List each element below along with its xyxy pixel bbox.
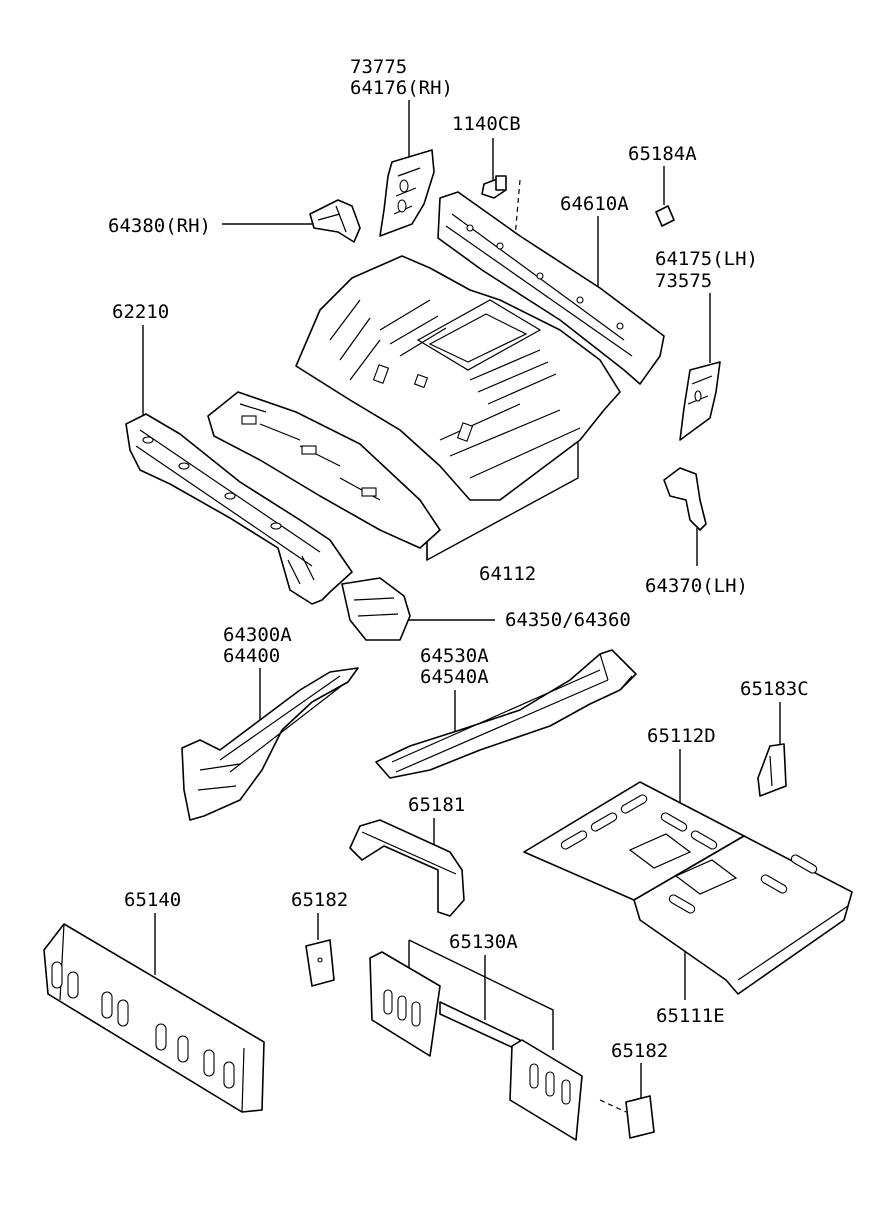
- label-65184a: 65184A: [628, 143, 697, 165]
- part-64530a-side-rail[interactable]: [375, 649, 637, 779]
- label-65181: 65181: [408, 794, 465, 816]
- part-65181-bracket[interactable]: [349, 819, 465, 917]
- part-64175-bracket[interactable]: [679, 361, 721, 441]
- part-64176-bracket[interactable]: [379, 149, 435, 237]
- part-65182-plate-upper[interactable]: [305, 939, 335, 987]
- label-65183c: 65183C: [740, 678, 809, 700]
- part-65130a-panel[interactable]: [369, 951, 583, 1141]
- label-65182-top: 65182: [291, 889, 348, 911]
- part-64350-gusset[interactable]: [341, 577, 411, 641]
- part-64112-floor-pan[interactable]: [295, 255, 621, 501]
- label-1140cb: 1140CB: [452, 113, 521, 135]
- label-64176-rh: 64176(RH): [350, 77, 453, 99]
- label-64350-64360: 64350/64360: [505, 609, 631, 631]
- part-64112-front-section[interactable]: [207, 391, 441, 549]
- label-65182-bottom: 65182: [611, 1040, 668, 1062]
- leader-lines: [142, 100, 781, 1098]
- label-65112d: 65112D: [647, 725, 716, 747]
- label-64370-lh: 64370(LH): [645, 575, 748, 597]
- label-64530a: 64530A: [420, 645, 489, 667]
- part-65112d-rear-floor[interactable]: [523, 781, 745, 901]
- part-64300a-side-member[interactable]: [181, 667, 359, 821]
- label-73575: 73575: [655, 270, 712, 292]
- label-64175-lh: 64175(LH): [655, 248, 758, 270]
- part-64380-bracket[interactable]: [309, 199, 361, 243]
- part-65140-rear-panel[interactable]: [43, 923, 265, 1113]
- label-64400: 64400: [223, 645, 280, 667]
- label-73775: 73775: [350, 56, 407, 78]
- part-62210-crossmember[interactable]: [125, 413, 353, 605]
- label-62210: 62210: [112, 301, 169, 323]
- part-65183c-gusset[interactable]: [757, 743, 787, 797]
- part-65184a-clip[interactable]: [655, 205, 675, 227]
- label-65111e: 65111E: [656, 1005, 725, 1027]
- part-64370-bracket[interactable]: [663, 467, 707, 531]
- label-65130a: 65130A: [449, 931, 518, 953]
- part-1140cb-bolt[interactable]: [481, 175, 521, 273]
- label-65140: 65140: [124, 889, 181, 911]
- part-64610a-crossmember[interactable]: [437, 191, 665, 385]
- label-64112: 64112: [479, 563, 536, 585]
- label-64380-rh: 64380(RH): [108, 215, 211, 237]
- label-64300a: 64300A: [223, 624, 292, 646]
- label-64540a: 64540A: [420, 666, 489, 688]
- part-65111e-rear-floor[interactable]: [633, 835, 853, 995]
- part-65182-plate-lower[interactable]: [599, 1095, 655, 1139]
- label-64610a: 64610A: [560, 193, 629, 215]
